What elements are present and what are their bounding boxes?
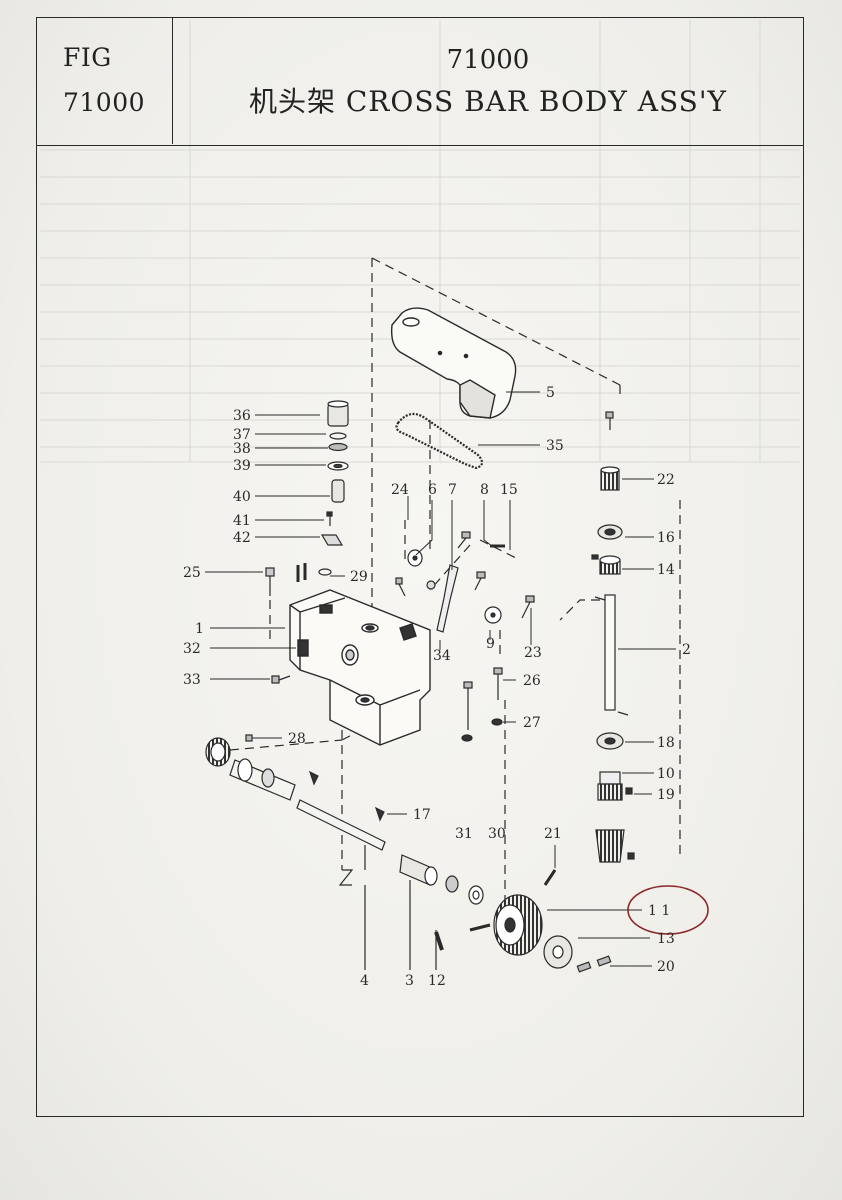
parts-26-27-studs: [461, 667, 503, 742]
callout-40: 40: [233, 489, 251, 505]
part-35-belt: [395, 412, 484, 470]
callout-30: 30: [488, 826, 506, 842]
callout-2: 2: [682, 642, 691, 658]
callout-42: 42: [233, 530, 251, 546]
callout-20: 20: [657, 959, 675, 975]
callout-28: 28: [288, 731, 306, 747]
callout-17: 17: [413, 807, 431, 823]
callout-34: 34: [433, 648, 451, 664]
callout-3: 3: [405, 973, 414, 989]
callout-5: 5: [546, 385, 555, 401]
callout-26: 26: [523, 673, 541, 689]
callout-29: 29: [350, 569, 368, 585]
callout-33: 33: [183, 672, 201, 688]
callout-12: 12: [428, 973, 446, 989]
callout-13: 13: [657, 931, 675, 947]
title-block: FIG 71000 71000 机头架 CROSS BAR BODY ASS'Y: [37, 18, 803, 146]
callout-39: 39: [233, 458, 251, 474]
callout-38: 38: [233, 441, 251, 457]
part-28-gear-assembly: [205, 734, 319, 801]
part-5-cross-bar-arm: [390, 307, 517, 419]
drawing-frame: FIG 71000 71000 机头架 CROSS BAR BODY ASS'Y: [36, 17, 804, 1117]
part-4-lower-shaft: [296, 799, 386, 851]
leader-lines: [205, 391, 676, 967]
assembly-centerlines: [229, 257, 681, 900]
title-number: 71000: [446, 45, 530, 75]
callout-11: 1 1: [648, 903, 670, 919]
callout-15: 15: [500, 482, 518, 498]
fig-number: 71000: [63, 88, 146, 117]
small-fasteners: [265, 531, 535, 624]
callout-10: 10: [657, 766, 675, 782]
fig-label: FIG: [63, 43, 112, 72]
parts-3-31-30-sleeve: [399, 854, 484, 905]
highlight-circle: [627, 885, 709, 935]
callout-1: 1: [195, 621, 204, 637]
callout-35: 35: [546, 438, 564, 454]
callout-18: 18: [657, 735, 675, 751]
callout-4: 4: [360, 973, 369, 989]
title-cell: 71000 机头架 CROSS BAR BODY ASS'Y: [173, 18, 803, 144]
callout-7: 7: [448, 482, 457, 498]
callout-41: 41: [233, 513, 251, 529]
callout-31: 31: [455, 826, 473, 842]
part-13-collar: [543, 935, 612, 973]
callout-21: 21: [544, 826, 562, 842]
callout-36: 36: [233, 408, 251, 424]
right-shaft-stack: [591, 411, 635, 863]
page-title: 机头架 CROSS BAR BODY ASS'Y: [248, 85, 728, 118]
callout-24: 24: [391, 482, 409, 498]
figure-id-cell: FIG 71000: [37, 18, 173, 144]
callout-8: 8: [480, 482, 489, 498]
callout-6: 6: [428, 482, 437, 498]
callout-25: 25: [183, 565, 201, 581]
part-7-lever: [436, 564, 459, 633]
break-line-4: [338, 869, 354, 886]
callout-23: 23: [524, 645, 542, 661]
callout-37: 37: [233, 427, 251, 443]
callout-19: 19: [657, 787, 675, 803]
callout-32: 32: [183, 641, 201, 657]
callout-14: 14: [657, 562, 675, 578]
callout-22: 22: [657, 472, 675, 488]
parts-36-42-stack: [320, 400, 349, 546]
part-33-screw: [271, 675, 291, 684]
part-11-bevel-gear: [469, 869, 557, 956]
callout-9: 9: [486, 636, 495, 652]
part-1-main-body: [289, 589, 431, 746]
part-12-pin: [434, 931, 444, 951]
callout-27: 27: [523, 715, 541, 731]
callout-16: 16: [657, 530, 675, 546]
